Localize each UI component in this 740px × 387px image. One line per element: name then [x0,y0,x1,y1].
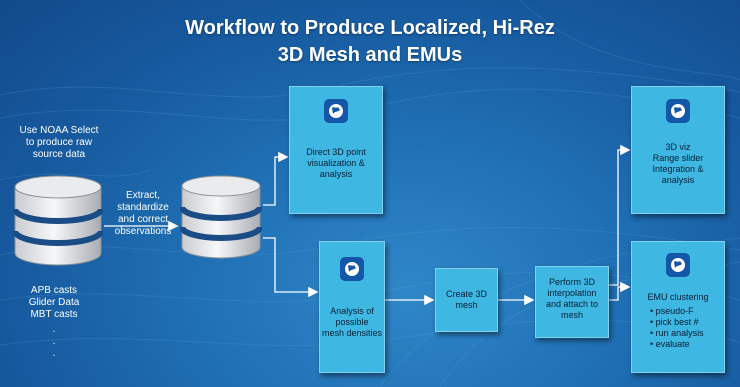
source-line: source data [32,149,86,160]
analysis-text: Analysis of possible mesh densities [318,306,386,339]
emu-bullet-text: evaluate [655,339,690,349]
emu-bullet: • evaluate [650,339,690,349]
emu-title: EMU clustering [647,292,709,302]
box-line: visualization & [307,158,365,168]
extract-step-label: Extract, standardize and correct observa… [104,190,182,238]
3d-viz-box: 3D viz Range slider Integration & analys… [631,86,725,214]
box-line: analysis [661,175,695,185]
create-3d-mesh-box: Create 3D mesh [435,268,498,332]
create-mesh-text: Create 3D mesh [436,289,497,311]
source-line: Use NOAA Select [19,125,99,136]
box-line: analysis [319,169,353,179]
arrow-to-viz-box [608,144,631,286]
box-line: Range slider [652,153,704,163]
direct-3d-visualization-box: Direct 3D point visualization & analysis [289,86,383,214]
slide-title-line1: Workflow to Produce Localized, Hi-Rez [185,17,555,39]
arcgis-globe-icon [340,257,364,281]
data-source-ellipsis: . [52,336,56,347]
box-line: Direct 3D point [306,147,366,157]
extract-line: Extract, [126,190,160,201]
box-line: interpolation [547,288,597,298]
data-source-ellipsis: . [52,324,56,335]
3d-viz-text: 3D viz Range slider Integration & analys… [632,142,724,186]
direct-3d-text: Direct 3D point visualization & analysis [290,147,382,180]
extract-line: observations [114,226,172,237]
emu-bullet-list: • pseudo-F • pick best # • run analysis … [650,306,724,350]
data-source-item: Glider Data [28,297,80,308]
mesh-density-analysis-box: Analysis of possible mesh densities [319,241,385,373]
arrow-to-emu-box [608,281,631,301]
source-description: Use NOAA Select to produce raw source da… [4,125,114,161]
emu-bullet-text: pick best # [655,317,699,327]
arcgis-globe-icon [666,253,690,277]
emu-bullet: • pick best # [650,317,699,327]
box-line: Integration & [652,164,704,174]
arcgis-globe-icon [324,99,348,123]
extract-line: and correct [117,214,169,225]
source-database-icon [13,175,103,266]
data-source-item: MBT casts [30,309,78,320]
arrow-to-analysis-box [263,237,319,298]
source-line: to produce raw [25,137,93,148]
box-line: and attach to [545,299,599,309]
emu-bullet: • run analysis [650,328,704,338]
box-line: mesh densities [321,328,383,338]
emu-clustering-box: EMU clustering • pseudo-F • pick best # … [631,241,725,373]
arcgis-globe-icon [666,99,690,123]
extract-line: standardize [117,202,169,213]
perform-3d-interpolation-box: Perform 3D interpolation and attach to m… [535,266,609,338]
data-source-ellipsis: . [52,348,56,359]
emu-bullet-text: pseudo-F [655,306,694,316]
emu-bullet: • pseudo-F [650,306,694,316]
emu-bullet-text: run analysis [655,328,704,338]
standardized-database-icon [180,175,262,259]
box-line: Analysis of possible [330,306,374,327]
arrow-to-direct-box [263,151,289,206]
box-line: Perform 3D [548,277,595,287]
box-line: mesh [560,310,583,320]
data-source-item: APB casts [30,285,78,296]
box-line: Create 3D [445,289,488,299]
box-line: mesh [455,300,478,310]
box-line: 3D viz [665,142,691,152]
data-sources-list: APB casts Glider Data MBT casts . . . [14,285,94,360]
perform-text: Perform 3D interpolation and attach to m… [536,277,608,321]
slide-title-line2: 3D Mesh and EMUs [277,44,463,66]
